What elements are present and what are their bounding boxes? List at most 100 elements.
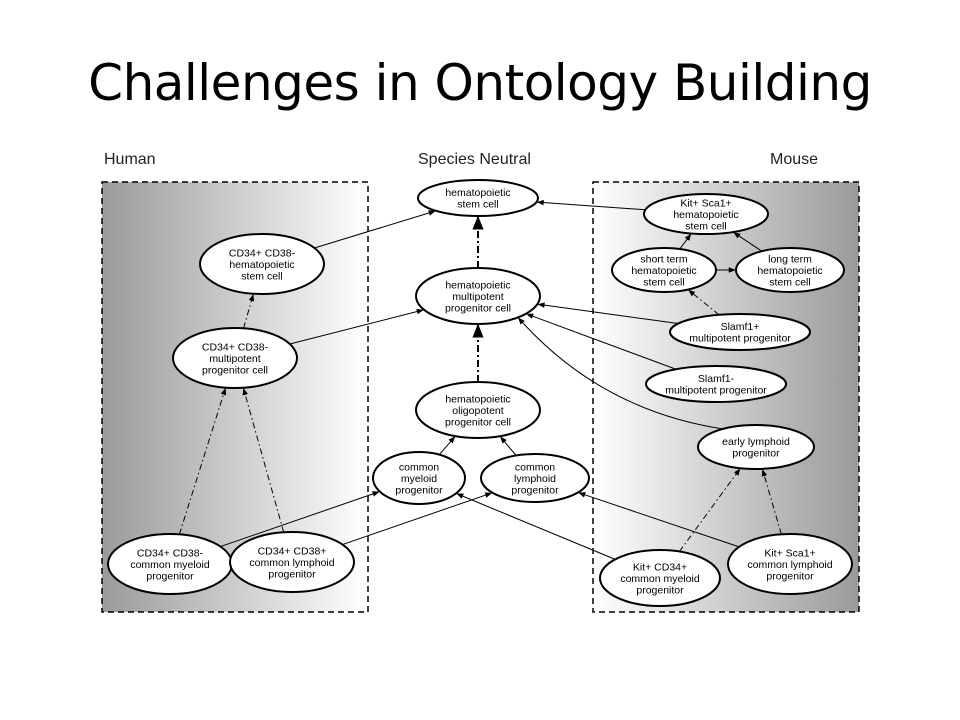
column-label-mouse: Mouse (770, 151, 819, 168)
node-label-line: stem cell (457, 199, 498, 211)
node-label-line: hematopoietic (445, 279, 510, 291)
node-label-line: hematopoietic (757, 265, 822, 277)
node-label-line: common myeloid (130, 559, 210, 571)
node-label-line: Kit+ CD34+ (633, 561, 687, 573)
node-label-line: hematopoietic (229, 259, 294, 271)
node-m-slamf1p: Slamf1+multipotent progenitor (669, 313, 811, 351)
node-ellipse (643, 193, 769, 235)
node-ellipse (611, 247, 717, 293)
node-label-line: Kit+ Sca1+ (764, 547, 815, 559)
column-label-species-neutral: Species Neutral (418, 151, 531, 168)
node-ellipse (697, 424, 815, 470)
node-ellipse (669, 313, 811, 351)
node-label-line: CD34+ CD38+ (258, 545, 327, 557)
node-ellipse (372, 451, 466, 505)
node-label-line: progenitor (732, 448, 780, 460)
edge-h_cmp-to-cmp (220, 491, 380, 548)
node-label-line: multipotent (209, 353, 260, 365)
node-label-line: CD34+ CD38- (202, 341, 269, 353)
node-label-line: common lymphoid (249, 557, 334, 569)
edge-clp-to-opc (500, 436, 517, 456)
node-label-line: multipotent progenitor (665, 385, 767, 397)
node-label-line: stem cell (769, 276, 810, 288)
node-label-line: common myeloid (620, 573, 700, 585)
node-label-line: CD34+ CD38- (137, 547, 204, 559)
node-ellipse (415, 381, 541, 439)
node-label-line: Slamf1- (698, 373, 735, 385)
node-label-line: Slamf1+ (721, 321, 760, 333)
edge-h_clp-to-h_mpp (242, 388, 285, 533)
node-label-line: hematopoietic (631, 265, 696, 277)
node-label-line: CD34+ CD38- (229, 247, 296, 259)
edge-m_slamf1p-to-mpp (537, 302, 679, 325)
node-label-line: common lymphoid (747, 559, 832, 571)
edge-m_clp-to-clp (578, 492, 740, 548)
edge-m_hsc-to-hsc (536, 199, 646, 211)
edge-m_elp-to-mpp (518, 317, 723, 430)
slide-title: Challenges in Ontology Building (88, 54, 872, 112)
node-ellipse (735, 247, 845, 293)
node-label-line: progenitor (395, 484, 443, 496)
edge-m_slamf1p-to-m_st (688, 289, 720, 316)
node-ellipse (415, 267, 541, 325)
node-label-line: hematopoietic (445, 393, 510, 405)
node-label-line: stem cell (643, 276, 684, 288)
node-label-line: lymphoid (514, 473, 556, 485)
node-label-line: Kit+ Sca1+ (680, 197, 731, 209)
node-label-line: multipotent (452, 291, 503, 303)
node-label-line: progenitor cell (445, 416, 511, 428)
edge-h_hsc-to-hsc (314, 210, 436, 249)
node-label-line: common (515, 461, 555, 473)
node-label-line: stem cell (241, 270, 282, 282)
node-label-line: myeloid (401, 473, 437, 485)
node-ellipse (229, 531, 355, 593)
node-label-line: progenitor (511, 484, 559, 496)
node-ellipse (199, 233, 325, 295)
node-label-line: hematopoietic (673, 209, 738, 221)
edges (178, 199, 782, 560)
node-label-line: early lymphoid (722, 436, 790, 448)
node-label-line: hematopoietic (445, 187, 510, 199)
node-ellipse (645, 365, 787, 403)
edge-h_mpp-to-h_hsc (243, 294, 255, 329)
node-label-line: common (399, 461, 439, 473)
edge-cmp-to-opc (438, 436, 456, 455)
edge-h_cmp-to-h_mpp (178, 387, 227, 535)
edge-m_cmp-to-cmp (456, 493, 616, 560)
node-label-line: short term (640, 253, 688, 265)
node-label-line: progenitor cell (202, 364, 268, 376)
node-label-line: progenitor (636, 584, 684, 596)
node-label-line: progenitor (146, 570, 194, 582)
node-ellipse (599, 549, 721, 607)
node-ellipse (417, 179, 539, 217)
node-m-slamf1m: Slamf1-multipotent progenitor (645, 365, 787, 403)
node-label-line: progenitor (268, 568, 316, 580)
edge-m_clp-to-m_elp (761, 469, 782, 535)
node-ellipse (480, 453, 590, 503)
node-label-line: progenitor (766, 570, 814, 582)
edge-m_lt-to-m_hsc (733, 232, 763, 252)
edge-m_slamf1m-to-mpp (526, 313, 677, 370)
node-label-line: long term (768, 253, 812, 265)
edge-m_cmp-to-m_elp (679, 468, 741, 552)
edge-h_clp-to-clp (342, 492, 493, 546)
node-ellipse (727, 533, 853, 595)
node-label-line: progenitor cell (445, 302, 511, 314)
node-label-line: stem cell (685, 220, 726, 232)
node-ellipse (172, 327, 298, 389)
